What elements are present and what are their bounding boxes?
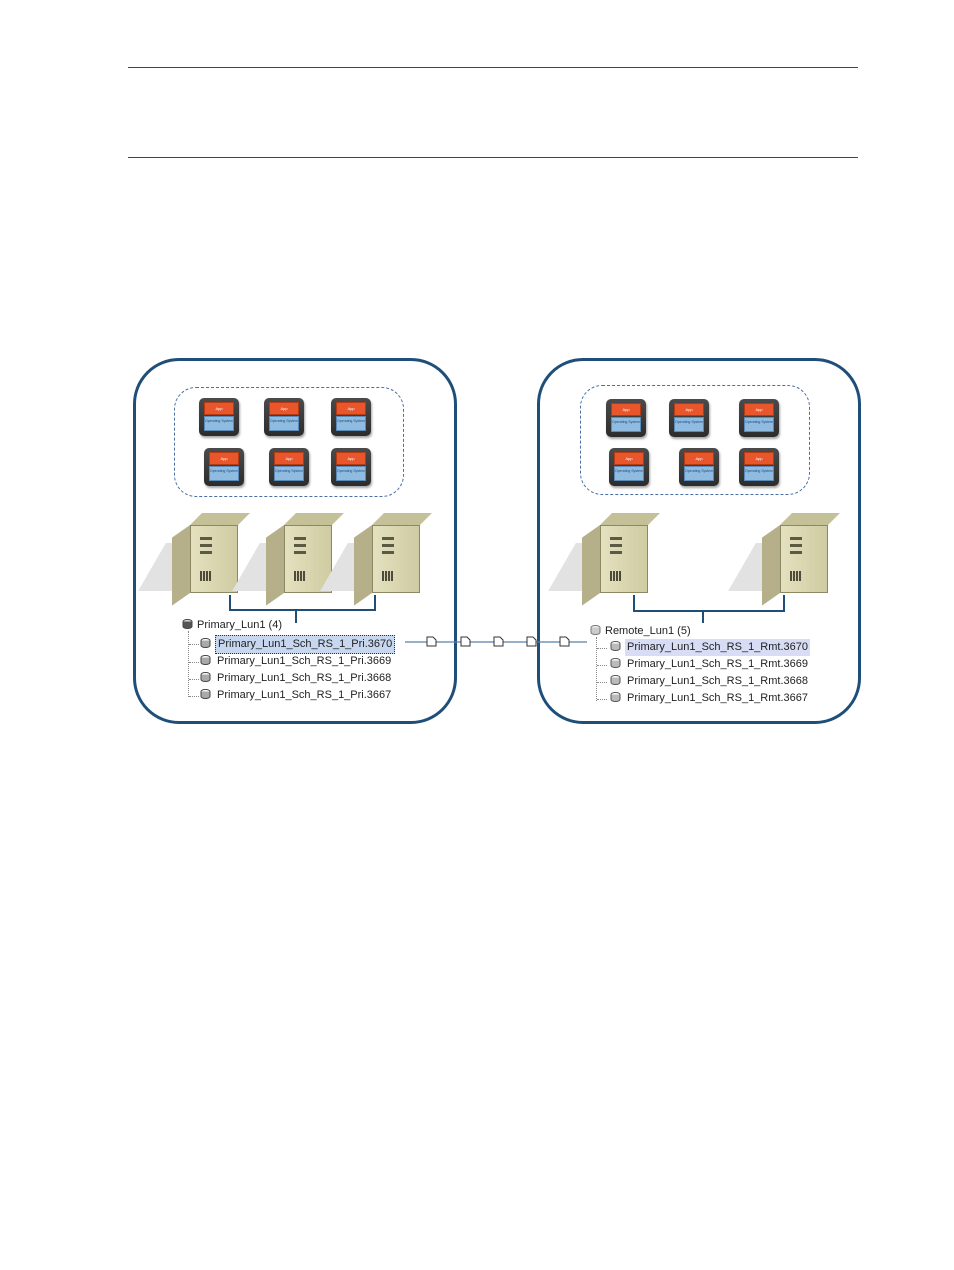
- primary-lun-label: Primary_Lun1 (4): [197, 619, 282, 631]
- snapshot-disk-icon: [200, 672, 211, 682]
- vm-app-layer: App: [614, 452, 644, 465]
- virtual-machine-icon: App Operating System: [739, 448, 779, 486]
- vm-os-layer: Operating System: [611, 417, 641, 432]
- snapshot-item[interactable]: Primary_Lun1_Sch_RS_1_Rmt.3668: [610, 673, 810, 690]
- snapshot-label: Primary_Lun1_Sch_RS_1_Rmt.3670: [625, 639, 810, 656]
- vm-app-layer: App: [336, 452, 366, 465]
- virtual-machine-icon: App Operating System: [606, 399, 646, 437]
- vm-app-layer: App: [336, 402, 366, 415]
- remote-site-panel: App Operating System App Operating Syste…: [537, 358, 861, 724]
- virtual-machine-icon: App Operating System: [264, 398, 304, 436]
- database-icon: [182, 619, 193, 629]
- virtual-machine-icon: App Operating System: [739, 399, 779, 437]
- remote-vm-group: App Operating System App Operating Syste…: [580, 385, 810, 495]
- virtual-machine-icon: App Operating System: [679, 448, 719, 486]
- virtual-machine-icon: App Operating System: [204, 448, 244, 486]
- database-icon: [590, 625, 601, 635]
- vm-app-layer: App: [269, 402, 299, 415]
- snapshot-disk-icon: [200, 689, 211, 699]
- remote-lun-node[interactable]: Remote_Lun1 (5): [590, 623, 691, 640]
- primary-lun-tree: Primary_Lun1 (4) Primary_Lun1_Sch_RS_1_P…: [182, 617, 452, 717]
- snapshot-label: Primary_Lun1_Sch_RS_1_Pri.3670: [215, 635, 396, 654]
- server-icon: [138, 513, 250, 606]
- virtual-machine-icon: App Operating System: [609, 448, 649, 486]
- vm-app-layer: App: [209, 452, 239, 465]
- header-top-rule: [128, 67, 858, 68]
- snapshot-label: Primary_Lun1_Sch_RS_1_Pri.3668: [217, 672, 392, 684]
- snapshot-disk-icon: [610, 692, 621, 702]
- server-icon: [548, 513, 660, 606]
- vm-os-layer: Operating System: [614, 466, 644, 481]
- snapshot-label: Primary_Lun1_Sch_RS_1_Rmt.3667: [627, 692, 808, 704]
- vm-os-layer: Operating System: [674, 417, 704, 432]
- snapshot-item[interactable]: Primary_Lun1_Sch_RS_1_Pri.3668: [200, 670, 393, 687]
- snapshot-disk-icon: [200, 638, 211, 648]
- snapshot-label: Primary_Lun1_Sch_RS_1_Rmt.3668: [627, 675, 808, 687]
- snapshot-disk-icon: [610, 675, 621, 685]
- header-bottom-rule: [128, 157, 858, 158]
- data-packet-icon: [559, 636, 570, 647]
- vm-app-layer: App: [684, 452, 714, 465]
- snapshot-label: Primary_Lun1_Sch_RS_1_Pri.3667: [217, 689, 392, 701]
- snapshot-disk-icon: [200, 655, 211, 665]
- snapshot-item[interactable]: Primary_Lun1_Sch_RS_1_Pri.3669: [200, 653, 393, 670]
- snapshot-disk-icon: [610, 658, 621, 668]
- vm-app-layer: App: [744, 452, 774, 465]
- server-icon: [320, 513, 432, 606]
- virtual-machine-icon: App Operating System: [331, 398, 371, 436]
- vm-os-layer: Operating System: [274, 466, 304, 481]
- replication-link: [405, 636, 587, 647]
- vm-os-layer: Operating System: [336, 466, 366, 481]
- snapshot-label: Primary_Lun1_Sch_RS_1_Pri.3669: [217, 655, 392, 667]
- primary-server-connector: [229, 595, 376, 623]
- vm-os-layer: Operating System: [269, 416, 299, 431]
- data-packet-icon: [460, 636, 471, 647]
- vm-os-layer: Operating System: [744, 466, 774, 481]
- vm-os-layer: Operating System: [744, 417, 774, 432]
- snapshot-item[interactable]: Primary_Lun1_Sch_RS_1_Pri.3670: [200, 635, 396, 654]
- vm-os-layer: Operating System: [684, 466, 714, 481]
- virtual-machine-icon: App Operating System: [199, 398, 239, 436]
- remote-server-connector: [633, 595, 785, 623]
- snapshot-item[interactable]: Primary_Lun1_Sch_RS_1_Pri.3667: [200, 687, 393, 704]
- vm-app-layer: App: [274, 452, 304, 465]
- virtual-machine-icon: App Operating System: [331, 448, 371, 486]
- vm-app-layer: App: [611, 403, 641, 416]
- data-packet-icon: [493, 636, 504, 647]
- vm-os-layer: Operating System: [336, 416, 366, 431]
- remote-lun-label: Remote_Lun1 (5): [605, 625, 691, 637]
- data-packet-icon: [426, 636, 437, 647]
- remote-lun-tree: Remote_Lun1 (5) Primary_Lun1_Sch_RS_1_Rm…: [586, 623, 858, 719]
- server-icon: [728, 513, 840, 606]
- data-packet-icon: [526, 636, 537, 647]
- primary-site-panel: App Operating System App Operating Syste…: [133, 358, 457, 724]
- snapshot-disk-icon: [610, 641, 621, 651]
- vm-app-layer: App: [204, 402, 234, 415]
- snapshot-item[interactable]: Primary_Lun1_Sch_RS_1_Rmt.3669: [610, 656, 810, 673]
- vm-app-layer: App: [744, 403, 774, 416]
- virtual-machine-icon: App Operating System: [269, 448, 309, 486]
- snapshot-item[interactable]: Primary_Lun1_Sch_RS_1_Rmt.3670: [610, 639, 810, 656]
- vm-app-layer: App: [674, 403, 704, 416]
- vm-os-layer: Operating System: [209, 466, 239, 481]
- snapshot-label: Primary_Lun1_Sch_RS_1_Rmt.3669: [627, 658, 808, 670]
- snapshot-item[interactable]: Primary_Lun1_Sch_RS_1_Rmt.3667: [610, 690, 810, 707]
- vm-os-layer: Operating System: [204, 416, 234, 431]
- primary-lun-node[interactable]: Primary_Lun1 (4): [182, 617, 282, 634]
- primary-vm-group: App Operating System App Operating Syste…: [174, 387, 404, 497]
- virtual-machine-icon: App Operating System: [669, 399, 709, 437]
